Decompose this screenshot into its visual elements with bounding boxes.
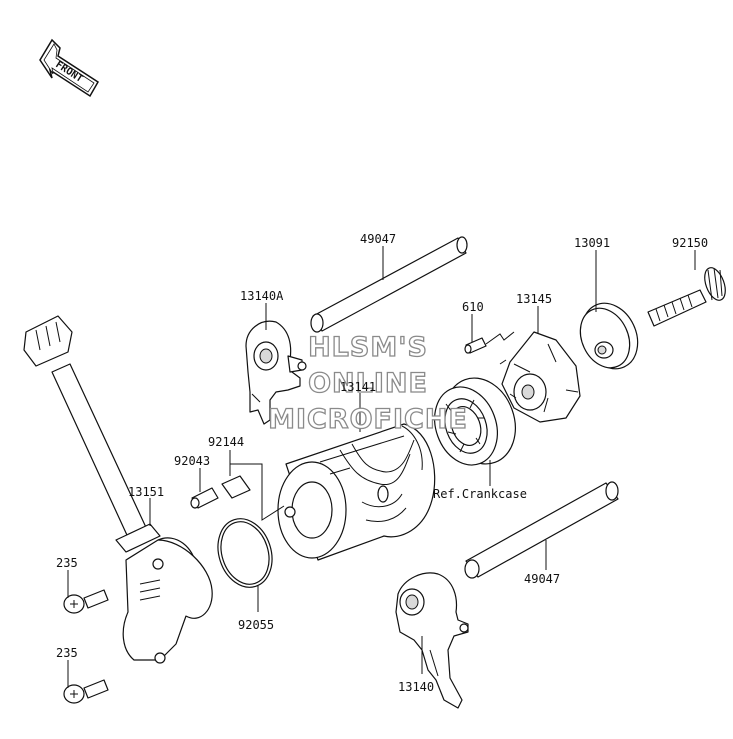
label-13141: 13141 (340, 380, 376, 394)
label-ref-crankcase: Ref.Crankcase (433, 487, 527, 501)
label-92043: 92043 (174, 454, 210, 468)
cam-13145 (501, 331, 581, 423)
pin-610 (464, 337, 487, 354)
label-49047-top: 49047 (360, 232, 396, 246)
label-92055: 92055 (238, 618, 274, 632)
label-13145: 13145 (516, 292, 552, 306)
bearing (434, 377, 516, 466)
shaft-bottom (464, 481, 619, 579)
shift-drum-13141 (277, 423, 436, 561)
spring-92144 (221, 475, 251, 499)
watermark: HLSM'S ONLINE MICROFICHE (267, 331, 468, 435)
fork-13140 (395, 572, 469, 709)
plate-13091 (579, 302, 639, 370)
pin-92043 (190, 487, 219, 509)
bolt-235-bottom (63, 679, 109, 704)
label-13151: 13151 (128, 485, 164, 499)
label-610: 610 (462, 300, 484, 314)
label-49047-bottom: 49047 (524, 572, 560, 586)
part-labels: 49047 92150 13091 13140A 610 13145 13141… (56, 232, 708, 694)
label-235-bottom: 235 (56, 646, 78, 660)
o-ring-92055 (217, 518, 273, 588)
label-13091: 13091 (574, 236, 610, 250)
bolt-235-top (63, 589, 109, 614)
front-arrow-icon: FRONT (39, 38, 100, 98)
label-92144: 92144 (208, 435, 244, 449)
bolt-92150 (647, 267, 726, 327)
watermark-line-1: HLSM'S (308, 332, 428, 363)
watermark-line-3: MICROFICHE (268, 404, 468, 435)
watermark-line-2: ONLINE (308, 368, 428, 399)
label-92150: 92150 (672, 236, 708, 250)
fork-13140A (245, 320, 307, 425)
shaft-top (310, 236, 468, 333)
label-235-top: 235 (56, 556, 78, 570)
label-13140: 13140 (398, 680, 434, 694)
label-13140A: 13140A (240, 289, 284, 303)
lever-13151 (23, 315, 213, 664)
leader-lines (67, 246, 696, 688)
